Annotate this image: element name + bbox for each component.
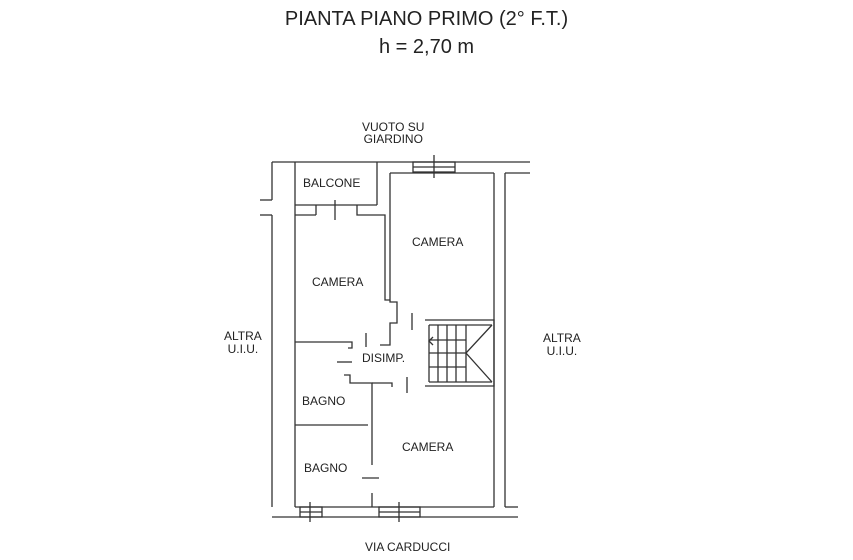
room-bagno-2: BAGNO <box>304 461 348 475</box>
label-altra-right-line2: U.I.U. <box>546 344 578 358</box>
room-camera-top-right: CAMERA <box>412 235 464 249</box>
room-camera-bottom: CAMERA <box>402 440 454 454</box>
label-vuoto: VUOTO SU GIARDINO <box>362 121 424 145</box>
label-altra-left-line2: U.I.U. <box>227 342 259 356</box>
label-altra-right: ALTRA U.I.U. <box>543 332 581 358</box>
label-altra-right-line1: ALTRA <box>543 331 581 345</box>
windows <box>299 155 456 522</box>
plan-height: h = 2,70 m <box>378 36 475 58</box>
room-bagno-1: BAGNO <box>302 394 346 408</box>
label-altra-left: ALTRA U.I.U. <box>224 330 262 356</box>
room-balcone: BALCONE <box>303 176 361 190</box>
label-vuoto-line2: GIARDINO <box>363 132 423 146</box>
room-camera-left: CAMERA <box>312 275 364 289</box>
label-vuoto-line1: VUOTO SU <box>362 120 425 134</box>
room-disimp: DISIMP. <box>362 351 406 365</box>
label-via-carducci: VIA CARDUCCI <box>365 540 451 554</box>
walls <box>260 161 530 518</box>
label-altra-left-line1: ALTRA <box>224 329 262 343</box>
plan-title: PIANTA PIANO PRIMO (2° F.T.) <box>284 8 569 30</box>
staircase <box>425 319 495 387</box>
